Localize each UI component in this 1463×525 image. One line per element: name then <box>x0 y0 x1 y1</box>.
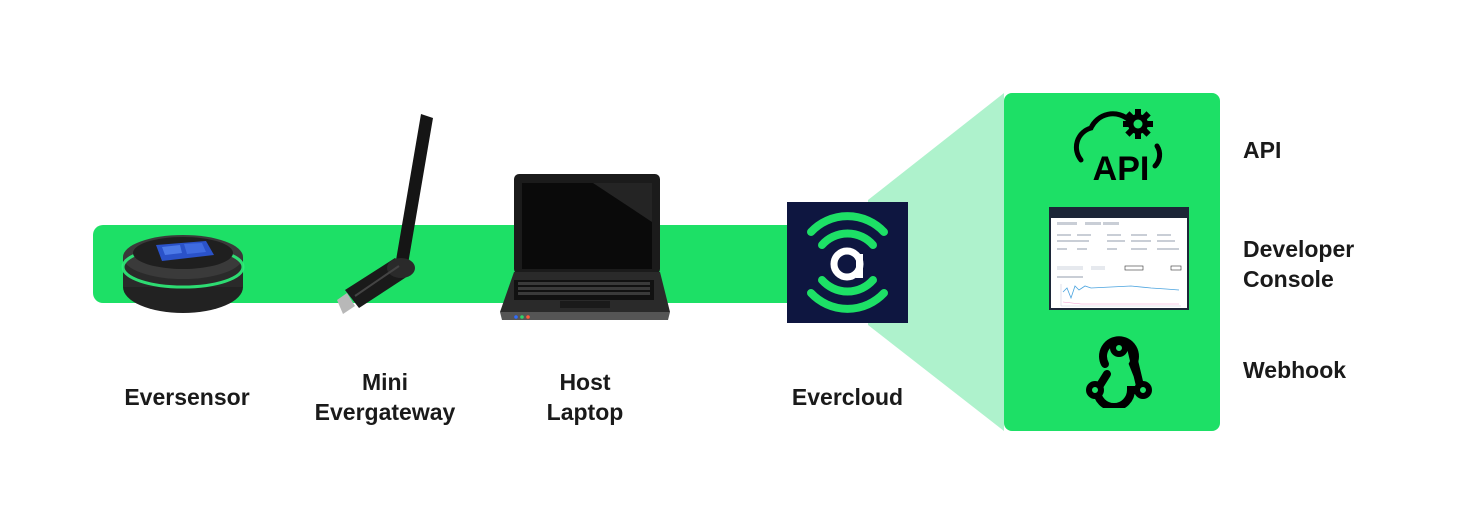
api-label: API <box>1243 137 1282 163</box>
evercloud-icon <box>807 212 888 313</box>
host-laptop-image <box>500 174 670 320</box>
api-icon-text: API <box>1093 150 1150 184</box>
evercloud-logo <box>787 202 908 323</box>
eversensor-image <box>121 235 245 313</box>
webhook-label: Webhook <box>1243 357 1347 383</box>
developer-console-label: Developer Console <box>1243 236 1355 292</box>
cloud-api-gear-icon: API <box>1073 109 1163 184</box>
eversensor-label: Eversensor <box>124 384 250 410</box>
evercloud-label: Evercloud <box>791 384 904 410</box>
mini-evergateway-label: Mini Evergateway <box>314 369 456 425</box>
host-laptop-label: Host Laptop <box>546 369 624 425</box>
webhook-icon <box>1086 336 1152 408</box>
mini-evergateway-image <box>337 114 433 314</box>
console-header-bar <box>1051 209 1187 218</box>
developer-console-screenshot <box>1049 207 1189 310</box>
console-preview-graphic <box>1057 222 1182 307</box>
